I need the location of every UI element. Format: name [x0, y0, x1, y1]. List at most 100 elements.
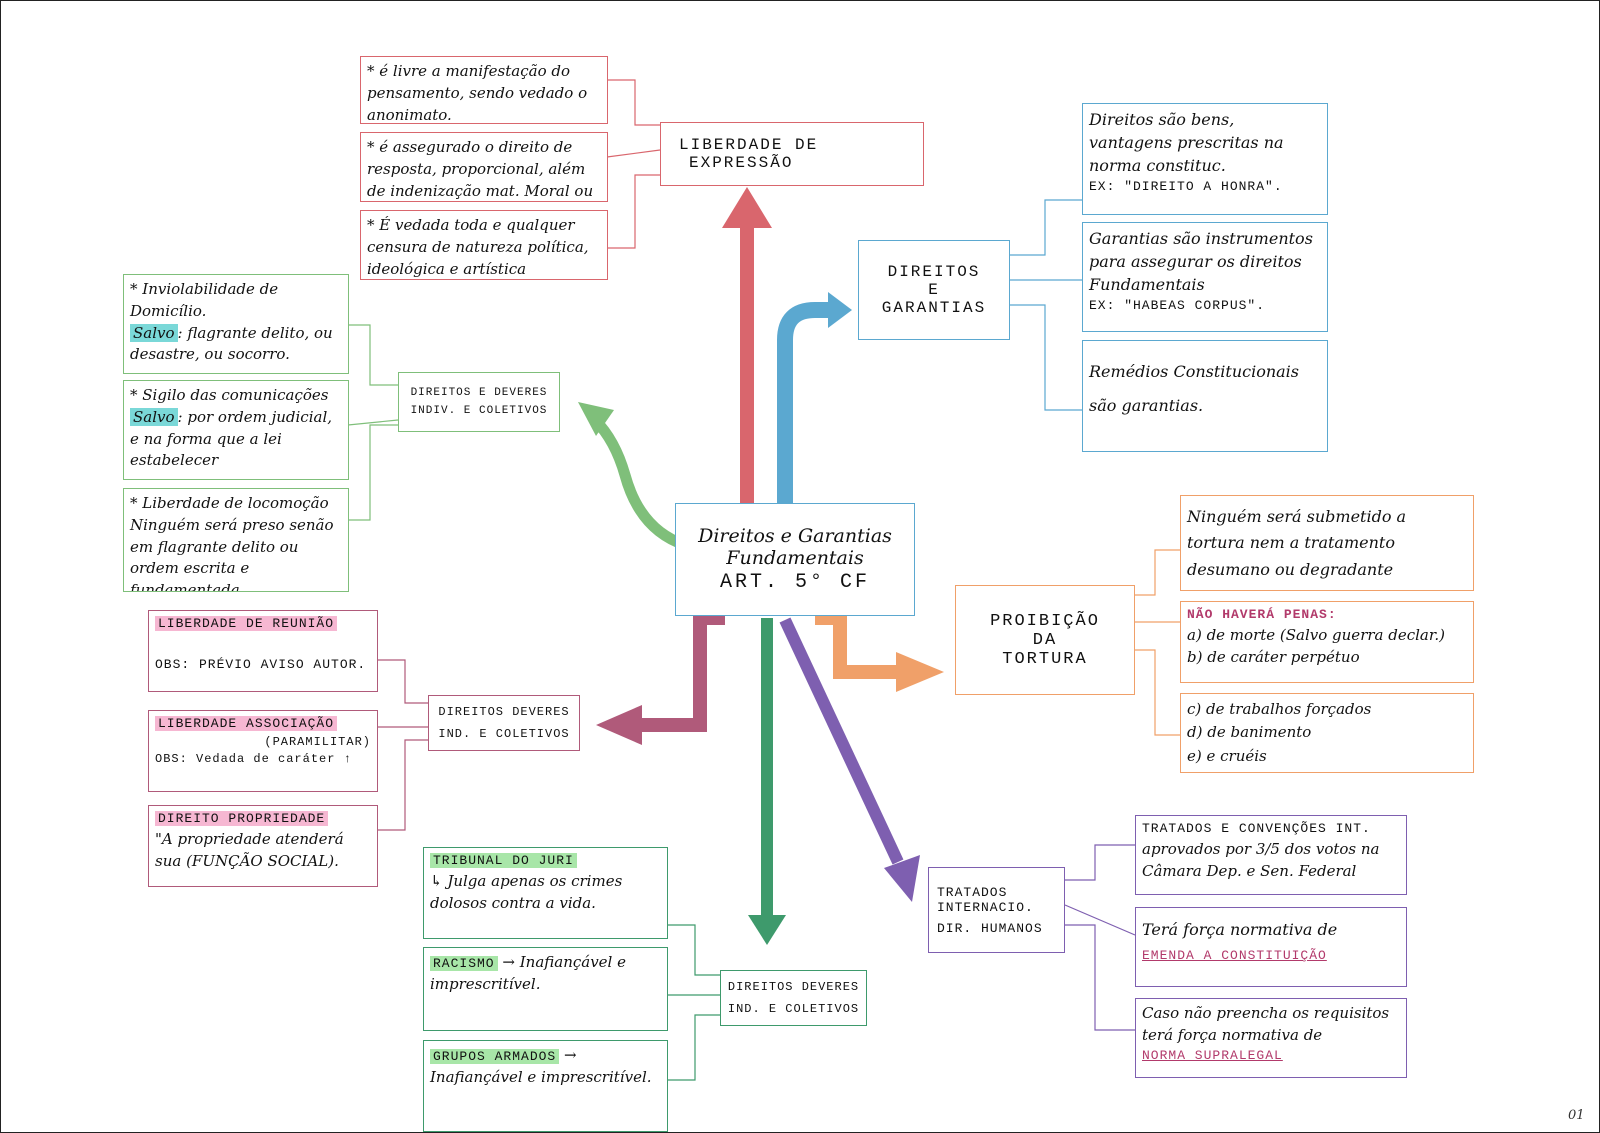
proibicao-tortura-item-1-text: Ninguém será submetido a tortura nem a t…: [1187, 507, 1407, 579]
tribunal-juri-title-row: TRIBUNAL DO JURI: [430, 852, 661, 871]
direitos-deveres-1-item-3: * Liberdade de locomoção Ninguém será pr…: [123, 488, 349, 592]
liberdade-expressao-title-1: LIBERDADE DE: [679, 136, 819, 154]
proibicao-tortura-item-2: NÃO HAVERÁ PENAS: a) de morte (Salvo gue…: [1180, 601, 1474, 683]
direitos-garantias-item-1-example: EX: "DIREITO A HONRA".: [1089, 178, 1283, 194]
direitos-deveres-1-title-1: DIREITOS E DEVERES: [410, 387, 548, 399]
liberdade-associacao-note: (PARAMILITAR): [264, 734, 371, 749]
direitos-deveres-1-item-1: * Inviolabilidade de Domicílio. Salvo: f…: [123, 274, 349, 374]
proibicao-tortura-item-1: Ninguém será submetido a tortura nem a t…: [1180, 495, 1474, 591]
tratados-item-1: TRATADOS E CONVENÇÕES INT. aprovados por…: [1135, 815, 1407, 895]
proibicao-tortura-item-3: c) de trabalhos forçados d) de banimento…: [1180, 693, 1474, 773]
liberdade-expressao-item-1: * é livre a manifestação do pensamento, …: [360, 56, 608, 124]
liberdade-reuniao-box: LIBERDADE DE REUNIÃO OBS: PRÉVIO AVISO A…: [148, 610, 378, 692]
liberdade-expressao-item-1-text: * é livre a manifestação do pensamento, …: [367, 62, 588, 124]
center-line-1: Direitos e Garantias: [698, 525, 892, 547]
proibicao-tortura-title-3: TORTURA: [1002, 649, 1088, 669]
direitos-deveres-1-title-2: INDIV. E COLETIVOS: [410, 405, 548, 417]
direitos-garantias-item-2-example: EX: "HABEAS CORPUS".: [1089, 297, 1266, 313]
direitos-garantias-item-1-text: Direitos são bens, vantagens prescritas …: [1089, 110, 1284, 176]
liberdade-expressao-item-2-text: * é assegurado o direito de resposta, pr…: [367, 138, 594, 200]
direitos-deveres-2-connectors: [378, 659, 428, 831]
tratados-item-2-text: Terá força normativa de: [1142, 920, 1338, 939]
direitos-deveres-1-item-3-main: * Liberdade de locomoção: [130, 494, 329, 512]
proibicao-tortura-item-2-b: b) de caráter perpétuo: [1187, 647, 1360, 666]
grupos-armados-row: GRUPOS ARMADOS → Inafiançável e imprescr…: [430, 1045, 661, 1089]
center-topic: Direitos e Garantias Fundamentais ART. 5…: [675, 503, 915, 616]
arrow-to-direitos-deveres-1: [578, 402, 687, 551]
tratados-item-3-emph: NORMA SUPRALEGAL: [1142, 1047, 1283, 1063]
racismo-row: RACISMO → Inafiançável e imprescritível.: [430, 952, 661, 996]
direitos-deveres-1-item-3-rest: Ninguém será preso senão em flagrante de…: [130, 515, 334, 592]
tribunal-juri-title: TRIBUNAL DO JURI: [430, 853, 577, 868]
proibicao-tortura-connectors: [1135, 549, 1180, 736]
proibicao-tortura-item-2-title: NÃO HAVERÁ PENAS:: [1187, 607, 1337, 622]
liberdade-expressao-connectors: [606, 79, 661, 249]
proibicao-tortura-title-2: DA: [1032, 630, 1058, 650]
direitos-deveres-1-connectors: [347, 324, 399, 521]
center-line-3: ART. 5° CF: [719, 571, 871, 594]
racismo-text: → Inafiançável e imprescritível.: [430, 953, 627, 993]
liberdade-expressao-title-2: EXPRESSÃO: [689, 154, 794, 172]
arrow-to-direitos-deveres-3: [748, 618, 786, 945]
direitos-garantias-item-1: Direitos são bens, vantagens prescritas …: [1082, 103, 1328, 215]
direitos-deveres-3-title-2: IND. E COLETIVOS: [727, 1002, 860, 1016]
direitos-deveres-1-item-2: * Sigilo das comunicações Salvo: por ord…: [123, 380, 349, 480]
liberdade-reuniao-title: LIBERDADE DE REUNIÃO: [155, 616, 338, 631]
tribunal-juri-text: ↳ Julga apenas os crimes dolosos contra …: [430, 871, 623, 912]
proibicao-tortura-item-3-d: d) de banimento: [1187, 723, 1312, 742]
direitos-deveres-3-connectors: [668, 924, 720, 1081]
direitos-deveres-3-title-1: DIREITOS DEVERES: [727, 980, 860, 994]
arrow-to-tratados: [779, 617, 920, 902]
racismo-title: RACISMO: [430, 956, 498, 971]
page-number: 01: [1568, 1108, 1585, 1123]
proibicao-tortura-title-1: PROIBIÇÃO: [990, 611, 1100, 631]
direitos-deveres-1-item-1-body: Salvo: flagrante delito, ou desastre, ou…: [130, 323, 342, 367]
direito-propriedade-title: DIREITO PROPRIEDADE: [155, 811, 329, 826]
direitos-garantias-title-1: DIREITOS: [887, 263, 981, 281]
tratados-connectors: [1064, 844, 1136, 1031]
tratados-title-3: DIR. HUMANOS: [937, 920, 1043, 936]
tratados-item-1-title: TRATADOS E CONVENÇÕES INT.: [1142, 821, 1371, 836]
liberdade-associacao-title-row: LIBERDADE ASSOCIAÇÃO: [155, 715, 371, 734]
salvo-tag: Salvo: [130, 323, 178, 342]
arrow-to-proibicao-tortura: [815, 611, 944, 692]
proibicao-tortura-hub: PROIBIÇÃO DA TORTURA: [955, 585, 1135, 695]
tratados-title-1: TRATADOS: [937, 884, 1008, 900]
direitos-deveres-3-hub: DIREITOS DEVERES IND. E COLETIVOS: [720, 970, 867, 1026]
direitos-deveres-1-item-1-main: * Inviolabilidade de Domicílio.: [130, 280, 279, 320]
direitos-garantias-title-3: GARANTIAS: [881, 299, 987, 317]
direitos-deveres-1-hub: DIREITOS E DEVERES INDIV. E COLETIVOS: [398, 372, 560, 432]
tratados-hub: TRATADOS INTERNACIO. DIR. HUMANOS: [928, 867, 1065, 953]
grupos-armados-title: GRUPOS ARMADOS: [430, 1049, 560, 1064]
grupos-armados-box: GRUPOS ARMADOS → Inafiançável e imprescr…: [423, 1040, 668, 1132]
liberdade-expressao-item-3: * É vedada toda e qualquer censura de na…: [360, 210, 608, 280]
grupos-armados-text: → Inafiançável e imprescritível.: [430, 1046, 652, 1086]
tratados-title-2: INTERNACIO.: [937, 899, 1034, 915]
tratados-item-2: Terá força normativa de EMENDA A CONSTIT…: [1135, 907, 1407, 987]
liberdade-expressao-hub: LIBERDADE DE EXPRESSÃO: [660, 122, 924, 186]
liberdade-associacao-obs: OBS: Vedada de caráter ↑: [155, 752, 352, 767]
tratados-item-3-text: Caso não preencha os requisitos terá for…: [1142, 1004, 1390, 1044]
direitos-deveres-1-item-2-body: Salvo: por ordem judicial, e na forma qu…: [130, 407, 342, 472]
tribunal-juri-box: TRIBUNAL DO JURI ↳ Julga apenas os crime…: [423, 847, 668, 939]
tratados-item-1-text: aprovados por 3/5 dos votos na Câmara De…: [1142, 839, 1380, 880]
racismo-box: RACISMO → Inafiançável e imprescritível.: [423, 947, 668, 1031]
direitos-garantias-item-2: Garantias são instrumentos para assegura…: [1082, 222, 1328, 332]
center-line-2: Fundamentais: [726, 547, 864, 569]
proibicao-tortura-item-3-e: e) e cruéis: [1187, 746, 1267, 765]
liberdade-expressao-item-2: * é assegurado o direito de resposta, pr…: [360, 132, 608, 202]
direitos-garantias-title-2: E: [928, 281, 940, 299]
proibicao-tortura-item-3-c: c) de trabalhos forçados: [1187, 700, 1372, 718]
direitos-deveres-2-title-2: IND. E COLETIVOS: [438, 727, 570, 741]
direitos-deveres-2-hub: DIREITOS DEVERES IND. E COLETIVOS: [428, 695, 580, 751]
tratados-item-2-emph: EMENDA A CONSTITUIÇÃO: [1142, 948, 1327, 964]
arrow-to-liberdade-expressao: [722, 187, 772, 505]
direitos-deveres-1-item-1-rest: : flagrante delito, ou desastre, ou soco…: [130, 323, 333, 364]
direito-propriedade-text: "A propriedade atenderá sua (FUNÇÃO SOCI…: [155, 829, 344, 870]
direito-propriedade-title-row: DIREITO PROPRIEDADE: [155, 810, 371, 829]
direitos-deveres-1-item-2-main: * Sigilo das comunicações: [130, 386, 329, 404]
tratados-item-3: Caso não preencha os requisitos terá for…: [1135, 998, 1407, 1078]
direitos-deveres-1-item-2-rest: : por ordem judicial, e na forma que a l…: [130, 407, 333, 470]
liberdade-reuniao-obs: OBS: PRÉVIO AVISO AUTOR.: [155, 656, 367, 672]
